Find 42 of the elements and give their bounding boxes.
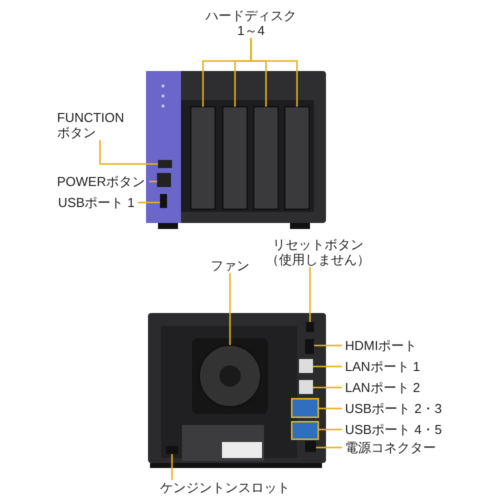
leader-line [313, 366, 342, 368]
leader-line [309, 267, 311, 322]
callout-label: ケンジントンスロット [160, 480, 291, 495]
usb-port-pair [291, 421, 319, 440]
drive-bay [222, 106, 248, 210]
fan [198, 344, 262, 408]
drive-bay [284, 106, 310, 210]
lan-port [299, 359, 313, 373]
callout-label: LANポート 2 [345, 380, 422, 395]
lan-port [299, 380, 313, 394]
callout-label: POWERボタン [57, 174, 147, 189]
drive-bay [253, 106, 279, 210]
reset-button [306, 322, 314, 332]
kensington-slot [166, 446, 178, 454]
callout-label: FUNCTIONボタン [57, 110, 132, 140]
power-button [157, 173, 171, 187]
leader-line [138, 202, 160, 204]
leader-line [250, 38, 298, 107]
leader-line [314, 344, 342, 346]
hdmi-port [305, 339, 314, 354]
usb-port-pair [291, 398, 319, 418]
drive-bay [190, 106, 216, 210]
callout-label: LANポート 1 [345, 359, 422, 374]
leader-line [99, 140, 158, 165]
usb-port [160, 194, 167, 208]
callout-label: ハードディスク1～4 [204, 8, 298, 38]
leader-line [318, 428, 342, 430]
callout-label: HDMIポート [345, 338, 419, 353]
callout-label: USBポート 1 [58, 195, 136, 210]
leader-line [229, 273, 231, 345]
callout-label: USBポート 2・3 [345, 401, 443, 416]
power-connector [305, 441, 316, 452]
function-button [158, 160, 172, 168]
callout-label: ファン [210, 258, 250, 273]
leader-line [318, 408, 342, 410]
leader-line [149, 180, 157, 182]
leader-line [313, 386, 342, 388]
callout-label: 電源コネクター [345, 440, 437, 455]
callout-label: リセットボタン（使用しません） [264, 237, 372, 267]
callout-label: USBポート 4・5 [345, 422, 443, 437]
leader-line [316, 446, 342, 448]
leader-line [171, 454, 173, 480]
